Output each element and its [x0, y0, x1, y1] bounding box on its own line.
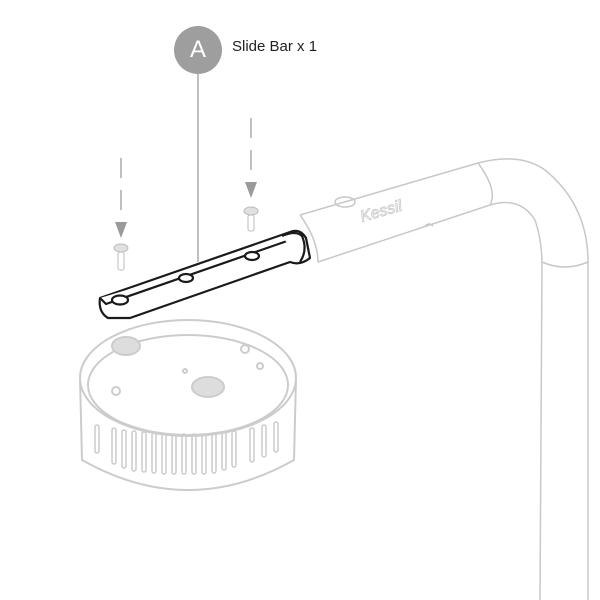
screw-right [243, 118, 259, 232]
gooseneck-arm [299, 158, 589, 600]
part-callout-label: Slide Bar x 1 [232, 38, 318, 55]
mount-base [79, 319, 297, 491]
slide-bar [98, 229, 312, 320]
part-callout-badge: A [174, 26, 222, 74]
screw-left [113, 158, 129, 271]
kessil-logo: Kessil [358, 198, 404, 226]
